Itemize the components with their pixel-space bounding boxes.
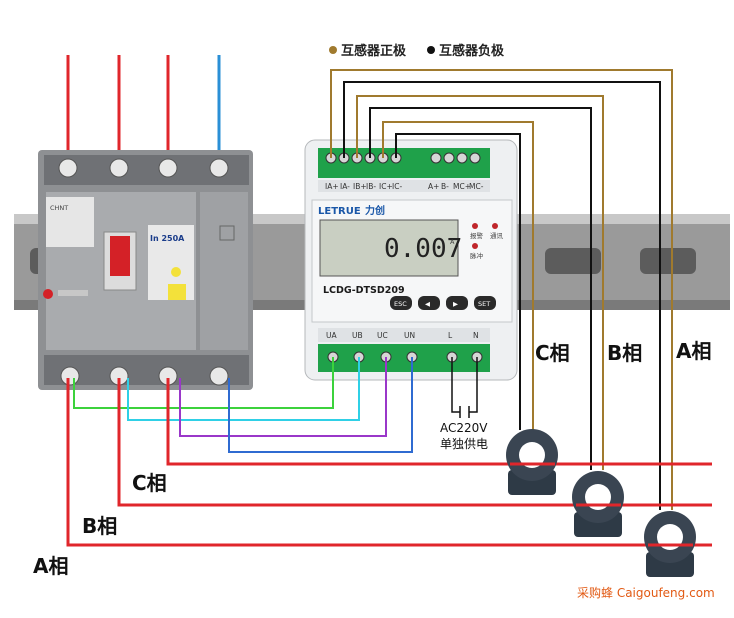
meter-bottom-terminal-labels: UA UB UC UN L N: [326, 331, 479, 340]
ia-plus-wire: [330, 69, 673, 510]
ib-minus-wire: [369, 107, 592, 470]
svg-text:IC-: IC-: [392, 182, 402, 191]
svg-text:IB+: IB+: [353, 182, 367, 191]
svg-text:ESC: ESC: [394, 300, 407, 308]
breaker-rating: In 250A: [150, 234, 185, 243]
power-supply-voltage: AC220V: [440, 421, 488, 435]
line-label-b: B相: [82, 514, 117, 538]
meter-top-screws: [325, 152, 481, 164]
svg-text:通讯: 通讯: [490, 231, 504, 240]
meter-brand-cn: 力创: [365, 204, 385, 217]
svg-text:IB-: IB-: [366, 182, 376, 191]
incoming-wires: [66, 55, 221, 160]
svg-text:N: N: [473, 331, 479, 340]
ct-label-a: A相: [676, 339, 711, 363]
meter-buttons: ESC ◀ ▶ SET: [390, 296, 496, 310]
watermark: 采购蜂 Caigoufeng.com: [577, 585, 715, 600]
ub-wire: [127, 357, 360, 421]
svg-text:IC+: IC+: [379, 182, 393, 191]
left-button[interactable]: [418, 296, 440, 310]
svg-text:IA-: IA-: [340, 182, 350, 191]
svg-text:UA: UA: [326, 331, 337, 340]
ct-phase-b: [572, 471, 624, 537]
breaker-bottom-terminals: [60, 366, 229, 386]
ct-phase-a: [644, 511, 696, 577]
svg-text:UB: UB: [352, 331, 363, 340]
legend-negative-dot: [427, 46, 435, 54]
ua-wire: [73, 357, 334, 409]
esc-button[interactable]: [390, 296, 412, 310]
svg-text:SET: SET: [478, 300, 490, 308]
line-label-c: C相: [132, 471, 167, 495]
set-button[interactable]: [474, 296, 496, 310]
breaker-handle[interactable]: [110, 236, 130, 276]
lcd-value: 0.007: [384, 234, 462, 264]
power-supply-note: 单独供电: [440, 437, 488, 451]
legend-positive-label: 互感器正极: [341, 43, 407, 59]
phase-a-line: [66, 378, 712, 547]
breaker-top-terminals: [58, 158, 229, 178]
right-button[interactable]: [446, 296, 468, 310]
ic-minus-wire: [395, 133, 521, 430]
legend: 互感器正极 互感器负极: [329, 43, 505, 59]
svg-text:A+: A+: [428, 182, 439, 191]
phase-b-line: [117, 378, 712, 507]
svg-text:UC: UC: [377, 331, 388, 340]
circuit-breaker: In 250A CHNT: [38, 150, 253, 390]
energy-meter: IA+ IA- IB+ IB- IC+ IC- A+ B- MC+ MC- LE…: [304, 139, 518, 381]
voltage-wires: [73, 357, 413, 453]
un-wire: [228, 357, 413, 453]
svg-text:L: L: [448, 331, 453, 340]
svg-text:报警: 报警: [470, 231, 484, 240]
svg-text:MC+: MC+: [453, 182, 471, 191]
ct-label-c: C相: [535, 341, 570, 365]
lcd-unit: A: [450, 238, 455, 246]
uc-wire: [179, 357, 387, 437]
meter-model: LCDG-DTSD209: [323, 285, 405, 296]
meter-brand: LETRUE: [318, 206, 361, 217]
meter-top-terminal-labels: IA+ IA- IB+ IB- IC+ IC- A+ B- MC+ MC-: [325, 182, 484, 191]
current-transformers: [506, 429, 696, 577]
svg-text:UN: UN: [404, 331, 415, 340]
ia-minus-wire: [343, 81, 661, 510]
svg-text:B-: B-: [441, 182, 449, 191]
ct-label-b: B相: [607, 341, 642, 365]
breaker-brand: CHNT: [50, 204, 68, 212]
line-label-a: A相: [33, 554, 68, 578]
svg-text:▶: ▶: [453, 300, 458, 308]
svg-text:MC-: MC-: [469, 182, 484, 191]
meter-indicators: 报警 通讯 脉冲: [470, 223, 504, 260]
power-supply-leads: [451, 357, 478, 418]
svg-text:脉冲: 脉冲: [470, 251, 484, 260]
ct-phase-labels: C相 B相 A相: [535, 339, 711, 365]
ic-plus-wire: [382, 121, 534, 430]
ct-wires: [330, 69, 673, 510]
ib-plus-wire: [356, 95, 604, 470]
line-phase-labels: C相 B相 A相: [33, 471, 167, 578]
legend-negative-label: 互感器负极: [439, 43, 505, 59]
svg-text:IA+: IA+: [325, 182, 339, 191]
legend-positive-dot: [329, 46, 337, 54]
ct-phase-c: [506, 429, 558, 495]
svg-text:◀: ◀: [425, 300, 430, 308]
